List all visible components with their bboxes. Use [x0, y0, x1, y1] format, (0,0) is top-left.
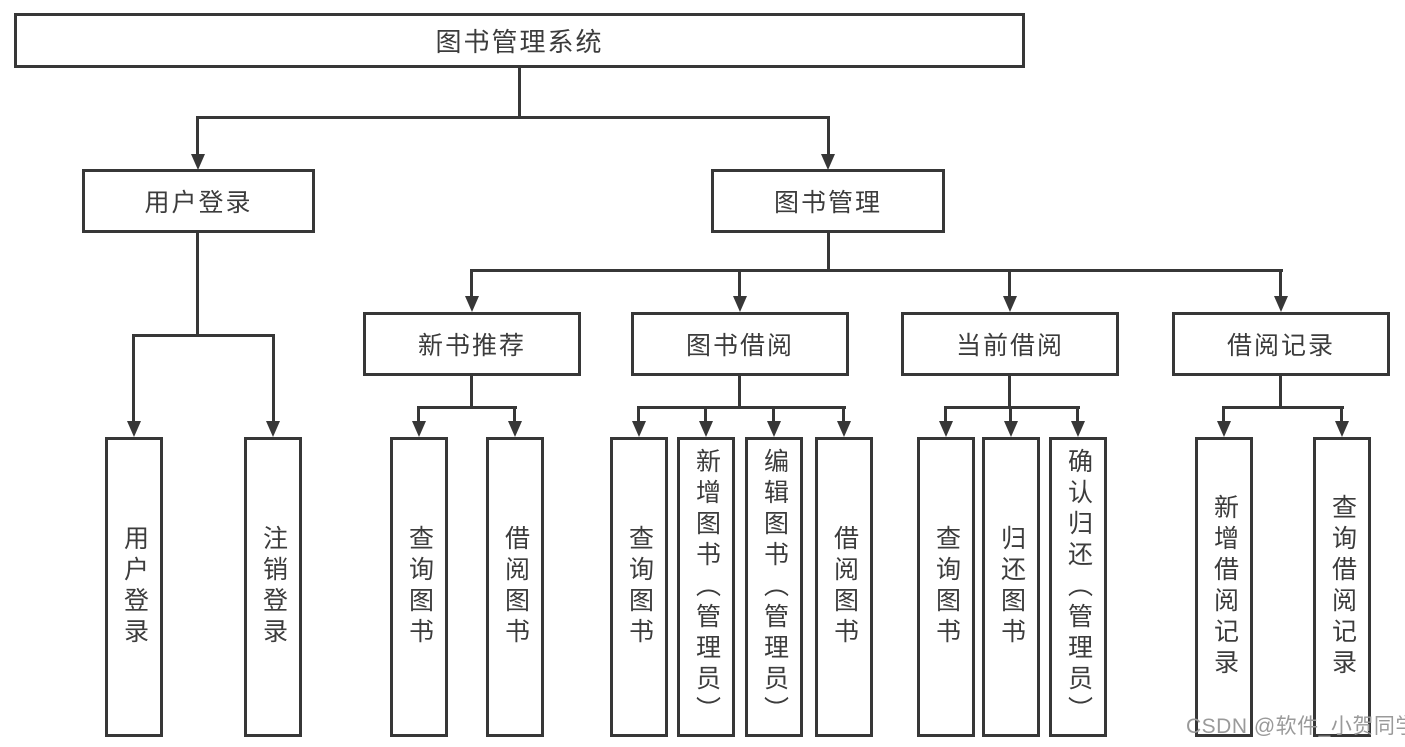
connector-arrow-user-login — [191, 154, 205, 170]
node-book-management-label: 图书管理 — [773, 189, 882, 217]
leaf-bb-borrow-book-label: 借阅图书 — [830, 525, 859, 649]
connector-borrow-records-rail — [1222, 406, 1344, 409]
connector-drop-book-management — [827, 116, 830, 156]
connector-user-login-stem — [196, 233, 199, 336]
leaf-cb-query-book-label: 查询图书 — [932, 525, 961, 649]
connector-drop-bb-add — [704, 406, 707, 423]
leaf-br-add-record: 新增借阅记录 — [1195, 437, 1253, 737]
leaf-logout-login: 注销登录 — [244, 437, 302, 737]
connector-arrow-bb-query — [632, 421, 646, 437]
connector-drop-nb-borrow — [513, 406, 516, 423]
connector-arrow-br-add — [1217, 421, 1231, 437]
leaf-bb-edit-book-admin-label: 编辑图书（管理员） — [760, 447, 789, 727]
node-book-borrow-label: 图书借阅 — [685, 332, 794, 360]
leaf-nb-query-book: 查询图书 — [390, 437, 448, 737]
connector-arrow-borrow-records — [1274, 296, 1288, 312]
node-borrow-records-label: 借阅记录 — [1226, 332, 1335, 360]
node-root: 图书管理系统 — [14, 13, 1025, 68]
connector-root-stem — [518, 68, 521, 118]
connector-arrow-br-query — [1335, 421, 1349, 437]
connector-new-book-stem — [470, 375, 473, 408]
connector-book-borrow-rail — [637, 406, 846, 409]
leaf-cb-confirm-return-admin-label: 确认归还（管理员） — [1064, 447, 1093, 727]
leaf-cb-return-book-label: 归还图书 — [997, 525, 1026, 649]
node-book-borrow: 图书借阅 — [631, 312, 849, 376]
connector-book-management-stem — [827, 233, 830, 271]
connector-arrow-book-borrow — [733, 296, 747, 312]
connector-drop-book-borrow — [738, 269, 741, 298]
connector-drop-user-login — [196, 116, 199, 156]
connector-drop-leaf-user-login — [132, 334, 135, 423]
connector-drop-nb-query — [417, 406, 420, 423]
node-user-login: 用户登录 — [82, 169, 315, 233]
connector-drop-cb-return — [1009, 406, 1012, 423]
leaf-bb-edit-book-admin: 编辑图书（管理员） — [745, 437, 803, 737]
leaf-user-login-label: 用户登录 — [120, 525, 149, 649]
connector-arrow-bb-edit — [767, 421, 781, 437]
node-book-management: 图书管理 — [711, 169, 945, 233]
node-current-borrow: 当前借阅 — [901, 312, 1119, 376]
node-root-label: 图书管理系统 — [435, 27, 604, 57]
connector-book-borrow-stem — [738, 375, 741, 408]
connector-arrow-new-book — [465, 296, 479, 312]
leaf-nb-borrow-book: 借阅图书 — [486, 437, 544, 737]
leaf-cb-return-book: 归还图书 — [982, 437, 1040, 737]
leaf-user-login: 用户登录 — [105, 437, 163, 737]
connector-user-login-rail — [132, 334, 275, 337]
connector-arrow-cb-query — [939, 421, 953, 437]
csdn-watermark: CSDN @软件_小贺同学 — [1186, 715, 1405, 738]
connector-level1-rail — [196, 116, 830, 119]
connector-arrow-current-borrow — [1003, 296, 1017, 312]
connector-drop-cb-query — [944, 406, 947, 423]
connector-drop-bb-edit — [772, 406, 775, 423]
connector-level2-rail — [470, 269, 1283, 272]
node-user-login-label: 用户登录 — [144, 189, 253, 217]
connector-arrow-cb-return — [1004, 421, 1018, 437]
connector-arrow-nb-query — [412, 421, 426, 437]
leaf-br-add-record-label: 新增借阅记录 — [1210, 494, 1239, 680]
connector-arrow-leaf-user-login — [127, 421, 141, 437]
leaf-bb-add-book-admin-label: 新增图书（管理员） — [692, 447, 721, 727]
connector-drop-leaf-logout — [272, 334, 275, 423]
leaf-nb-borrow-book-label: 借阅图书 — [501, 525, 530, 649]
leaf-bb-borrow-book: 借阅图书 — [815, 437, 873, 737]
leaf-bb-query-book-label: 查询图书 — [625, 525, 654, 649]
connector-arrow-leaf-logout — [266, 421, 280, 437]
connector-drop-br-query — [1340, 406, 1343, 423]
leaf-logout-login-label: 注销登录 — [259, 525, 288, 649]
connector-drop-borrow-records — [1279, 269, 1282, 298]
connector-arrow-nb-borrow — [508, 421, 522, 437]
connector-drop-new-book — [470, 269, 473, 298]
leaf-br-query-record-label: 查询借阅记录 — [1328, 494, 1357, 680]
connector-new-book-rail — [417, 406, 517, 409]
leaf-nb-query-book-label: 查询图书 — [405, 525, 434, 649]
connector-borrow-records-stem — [1279, 375, 1282, 408]
node-borrow-records: 借阅记录 — [1172, 312, 1390, 376]
leaf-br-query-record: 查询借阅记录 — [1313, 437, 1371, 737]
connector-drop-br-add — [1222, 406, 1225, 423]
leaf-bb-query-book: 查询图书 — [610, 437, 668, 737]
connector-drop-cb-confirm — [1076, 406, 1079, 423]
connector-drop-bb-query — [637, 406, 640, 423]
node-new-book-recommend: 新书推荐 — [363, 312, 581, 376]
leaf-bb-add-book-admin: 新增图书（管理员） — [677, 437, 735, 737]
leaf-cb-query-book: 查询图书 — [917, 437, 975, 737]
connector-current-borrow-stem — [1008, 375, 1011, 408]
node-new-book-recommend-label: 新书推荐 — [417, 332, 526, 360]
connector-arrow-cb-confirm — [1071, 421, 1085, 437]
connector-drop-current-borrow — [1008, 269, 1011, 298]
leaf-cb-confirm-return-admin: 确认归还（管理员） — [1049, 437, 1107, 737]
connector-arrow-book-management — [821, 154, 835, 170]
node-current-borrow-label: 当前借阅 — [955, 332, 1064, 360]
connector-arrow-bb-borrow — [837, 421, 851, 437]
connector-arrow-bb-add — [699, 421, 713, 437]
connector-current-borrow-rail — [944, 406, 1080, 409]
connector-drop-bb-borrow — [842, 406, 845, 423]
